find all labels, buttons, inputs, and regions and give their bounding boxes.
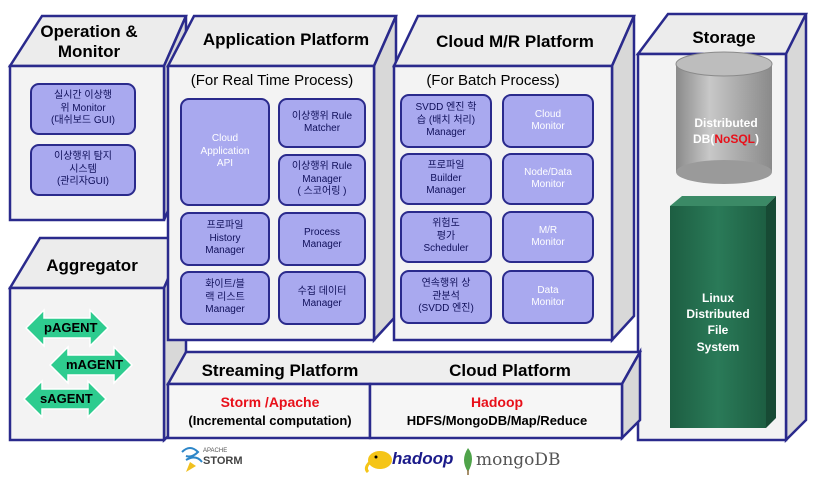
storm-logo-small: APACHE <box>203 448 228 454</box>
op-module-admin-gui: 이상행위 탐지 시스템 (관리자GUI) <box>30 144 136 196</box>
hadoop-label: Hadoop <box>470 394 524 410</box>
magent-arrow <box>48 345 134 385</box>
incremental-label: (Incremental computation) <box>188 413 352 428</box>
hdfs-label: HDFS/MongoDB/Map/Reduce <box>406 413 588 428</box>
cloud-mr-title: Cloud M/R Platform <box>436 32 594 51</box>
storage-title: Storage <box>692 28 756 47</box>
storm-apache-label: Storm /Apache <box>220 394 320 410</box>
storm-logo-text: STORM <box>203 455 243 467</box>
mr-module-node-monitor: Node/Data Monitor <box>502 153 594 205</box>
pagent-arrow <box>24 308 110 348</box>
sagent-arrow <box>22 379 108 419</box>
linux-fs-box <box>670 196 776 428</box>
op-module-realtime-monitor: 실시간 이상행 위 Monitor (대쉬보드 GUI) <box>30 83 136 135</box>
app-module-rule-manager: 이상행위 Rule Manager ( 스코어링 ) <box>278 154 366 206</box>
agent-arrows <box>22 308 134 419</box>
mr-module-profile-builder: 프로파일 Builder Manager <box>400 153 492 205</box>
application-title: Application Platform <box>202 30 370 49</box>
db-text: Distributed DB( <box>693 116 758 146</box>
app-module-history: 프로파일 History Manager <box>180 212 270 266</box>
app-module-whitelist: 화이트/블 랙 리스트 Manager <box>180 271 270 325</box>
mr-module-continuous: 연속행위 상 관분석 (SVDD 엔진) <box>400 270 492 324</box>
distributed-db-label: Distributed DB(NoSQL) <box>693 116 759 146</box>
mr-module-svdd-learn: SVDD 엔진 학 습 (배치 처리) Manager <box>400 94 492 148</box>
cloud-mr-subtitle: (For Batch Process) <box>426 72 560 89</box>
distributed-db-cylinder <box>675 51 773 184</box>
mr-module-mr-monitor: M/R Monitor <box>502 211 594 263</box>
nosql-text: NoSQL <box>714 131 755 146</box>
aggregator-title: Aggregator <box>46 256 138 275</box>
app-module-collect: 수집 데이터 Manager <box>278 271 366 325</box>
linux-fs-label: Linux Distributed File System <box>686 291 750 354</box>
streaming-title: Streaming Platform <box>201 361 359 380</box>
cloud-platform-title: Cloud Platform <box>449 361 571 380</box>
mongodb-logo-text: mongoDB <box>476 450 561 470</box>
hadoop-elephant-icon <box>364 451 392 474</box>
storm-logo-icon <box>181 447 203 472</box>
magent-label: mAGENT <box>66 357 124 372</box>
app-module-rule-matcher: 이상행위 Rule Matcher <box>278 98 366 148</box>
mr-module-risk-scheduler: 위험도 평가 Scheduler <box>400 211 492 263</box>
mr-module-data-monitor: Data Monitor <box>502 270 594 324</box>
application-subtitle: (For Real Time Process) <box>190 72 354 89</box>
mr-module-cloud-monitor: Cloud Monitor <box>502 94 594 148</box>
pagent-label: pAGENT <box>44 320 98 335</box>
mongodb-leaf-icon <box>464 448 472 475</box>
bottom-platform-slab <box>165 347 643 442</box>
hadoop-logo-text: hadoop <box>392 449 454 468</box>
app-module-process: Process Manager <box>278 212 366 266</box>
app-module-cloud-api: Cloud Application API <box>180 98 270 206</box>
sagent-label: sAGENT <box>40 391 93 406</box>
operation-title: Operation & Monitor <box>40 22 138 61</box>
